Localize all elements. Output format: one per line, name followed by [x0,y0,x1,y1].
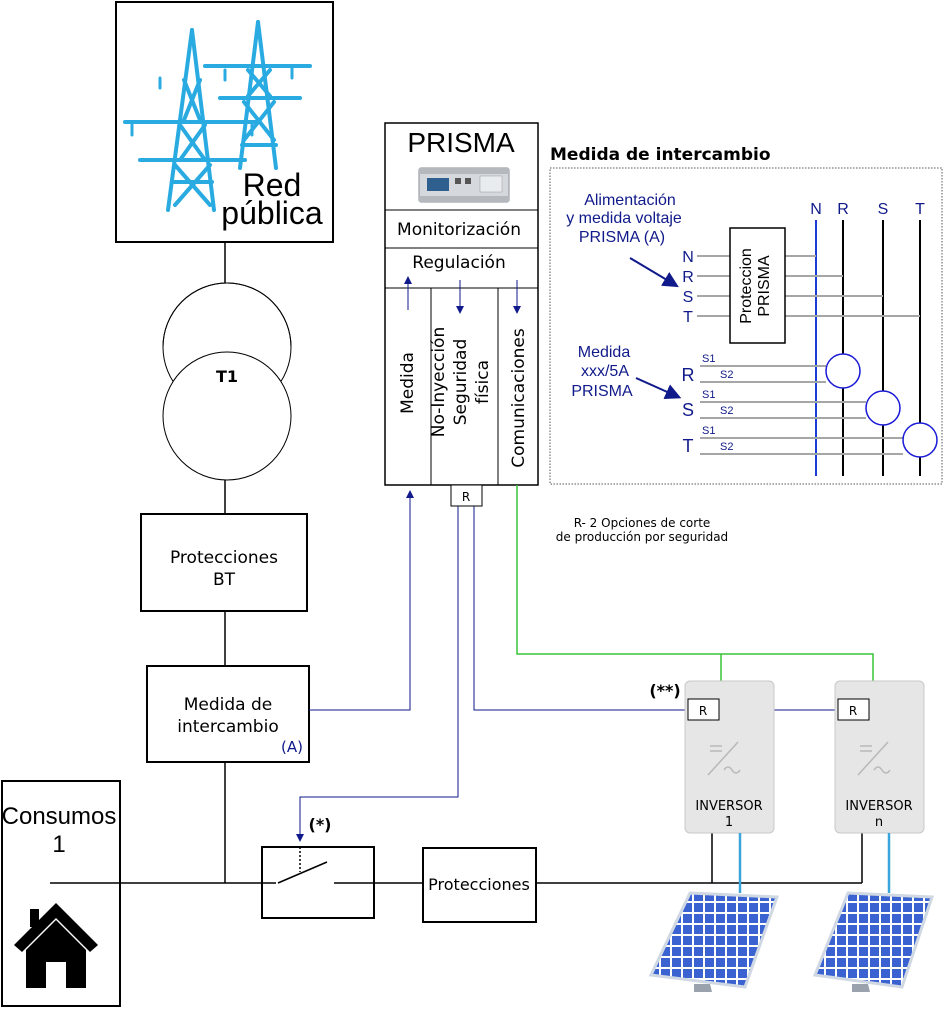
prisma-col-noinjection-line1: No-Inyección [429,327,449,437]
protections-bt-line2: BT [213,570,236,590]
transformer-t1 [162,282,292,481]
power-tower-icon [123,20,312,212]
ct-s-s1: S1 [702,389,715,401]
inverter-n-symbol-icon [857,741,891,776]
prisma-col-measure: Medida [398,352,418,414]
bus-label-n: N [810,201,822,218]
ct-s-s2: S2 [720,405,733,417]
ct-r-s2: S2 [720,369,733,381]
solar-panel-icon [648,891,780,992]
switch-mark: (*) [309,815,332,834]
house-icon [14,903,98,988]
measure-text-line1: Medida [578,344,631,361]
consumption-title-line1: Consumos [2,803,117,830]
prisma-device-icon [418,167,510,203]
comms-lines [516,485,874,681]
inverter-n-label-line1: INVERSOR [845,799,912,814]
ct-wires [700,365,903,455]
inverter-1-relay-label: R [699,704,707,718]
protection-prisma-box [729,227,786,344]
ct-phase-s: S [682,400,694,420]
ct-t-s1: S1 [702,425,715,437]
prisma-col-comms: Comunicaciones [509,328,529,468]
bus-label-s: S [878,201,889,218]
protections-label: Protecciones [428,875,530,894]
ct-t-s2: S2 [720,441,733,453]
ct-phase-t: T [683,436,694,456]
supply-terminal-n: N [682,249,694,266]
ct-s-icon [865,390,901,426]
solar-panel-icon [812,891,935,992]
prisma-relay-label: R [462,490,470,504]
transformer-label: T1 [216,367,238,386]
consumption-title-line2: 1 [52,831,65,858]
bus-label-r: R [837,201,849,218]
protections-bt-line1: Protecciones [170,548,278,568]
prisma-col-noinjection-line2: Seguridad [451,339,471,426]
inverter-1-label-line2: 1 [725,815,733,830]
ct-terminal-labels: S1 S2 S1 S2 S1 S2 [702,353,733,453]
protection-prisma-line1: Proteccion [738,248,755,324]
inverter-1-label-line1: INVERSOR [695,799,762,814]
protection-prisma-line2: PRISMA [756,255,773,317]
inverter-1-relay [687,698,720,721]
supply-terminal-t: T [683,309,693,326]
exchange-meter-line2: intercambio [177,717,278,737]
exchange-panel-title: Medida de intercambio [550,145,771,165]
ct-r-icon [825,353,861,389]
supply-terminal-s: S [683,289,694,306]
protections-bt-box [140,513,308,612]
protections-box [422,847,537,923]
relay-mark: (**) [649,681,680,700]
grid-title-line2: pública [221,195,323,231]
exchange-meter-tag: (A) [281,738,303,756]
inverter-n: R INVERSOR n [834,680,925,834]
current-transformers [825,353,938,458]
supply-text-line2: y medida voltaje [566,210,682,227]
grid-title-line1: Red [243,167,302,203]
prisma-title: PRISMA [407,127,515,158]
ct-r-s1: S1 [702,353,715,365]
measure-arrow [635,377,682,400]
prisma-row-regulation: Regulación [412,253,505,273]
supply-text-line1: Alimentación [584,192,676,209]
switch-icon [262,847,374,884]
prisma-col-noinjection-line3: física [473,360,493,404]
inverter-1: R INVERSOR 1 [684,680,775,834]
ct-t-icon [902,422,938,458]
consumption-box [1,780,121,1007]
supply-terminal-r: R [682,269,694,286]
prisma-relay [450,484,483,507]
inverter-1-symbol-icon [707,741,741,776]
exchange-meter-box [146,665,310,763]
ct-phase-r: R [682,365,695,385]
inverter-n-relay [837,698,870,721]
inverter-n-relay-label: R [849,704,857,718]
supply-wires [697,255,920,317]
prisma-internal-arrows [404,276,521,314]
exchange-meter-line1: Medida de [184,695,273,715]
measure-text-line3: PRISMA [571,383,633,400]
measure-text-line2: xxx/5A [581,363,629,380]
cut-options-note-line2: de producción por seguridad [556,530,728,544]
exchange-panel-box [549,167,943,485]
prisma-row-monitoring: Monitorización [397,220,521,240]
bus-label-t: T [915,201,925,218]
supply-arrow [629,257,679,288]
cut-options-note-line1: R- 2 Opciones de corte [574,516,711,530]
signal-lines [296,490,838,842]
supply-text-line3: PRISMA (A) [579,229,665,246]
inverter-n-label-line2: n [875,815,883,830]
